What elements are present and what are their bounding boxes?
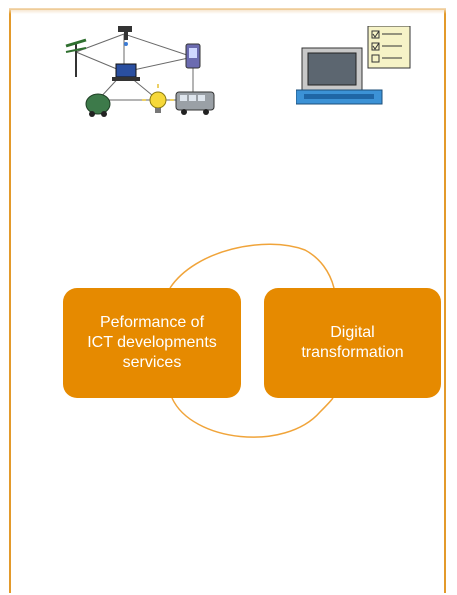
cycle-node-label: Peformance of ICT developments services — [87, 314, 217, 371]
monitor-icon — [296, 47, 383, 105]
connector-arc-top — [169, 243, 335, 289]
cycle-node-digital-transformation: Digital transformation — [264, 288, 441, 398]
network-devices-illustration — [65, 26, 215, 117]
computer-checklist-illustration — [296, 26, 411, 105]
phone-icon — [185, 43, 201, 69]
lightbulb-icon — [142, 84, 174, 113]
bus-icon — [175, 91, 215, 115]
cycle-node-ict-performance: Peformance of ICT developments services — [63, 288, 241, 398]
car-icon — [85, 93, 111, 117]
checklist-icon — [367, 26, 411, 69]
faucet-icon — [118, 26, 132, 46]
cycle-node-label: Digital transformation — [301, 324, 404, 361]
connector-arc-bottom — [171, 397, 334, 438]
tower-icon — [65, 38, 87, 77]
frame-top-shadow — [9, 8, 446, 14]
laptop-icon — [112, 63, 140, 81]
